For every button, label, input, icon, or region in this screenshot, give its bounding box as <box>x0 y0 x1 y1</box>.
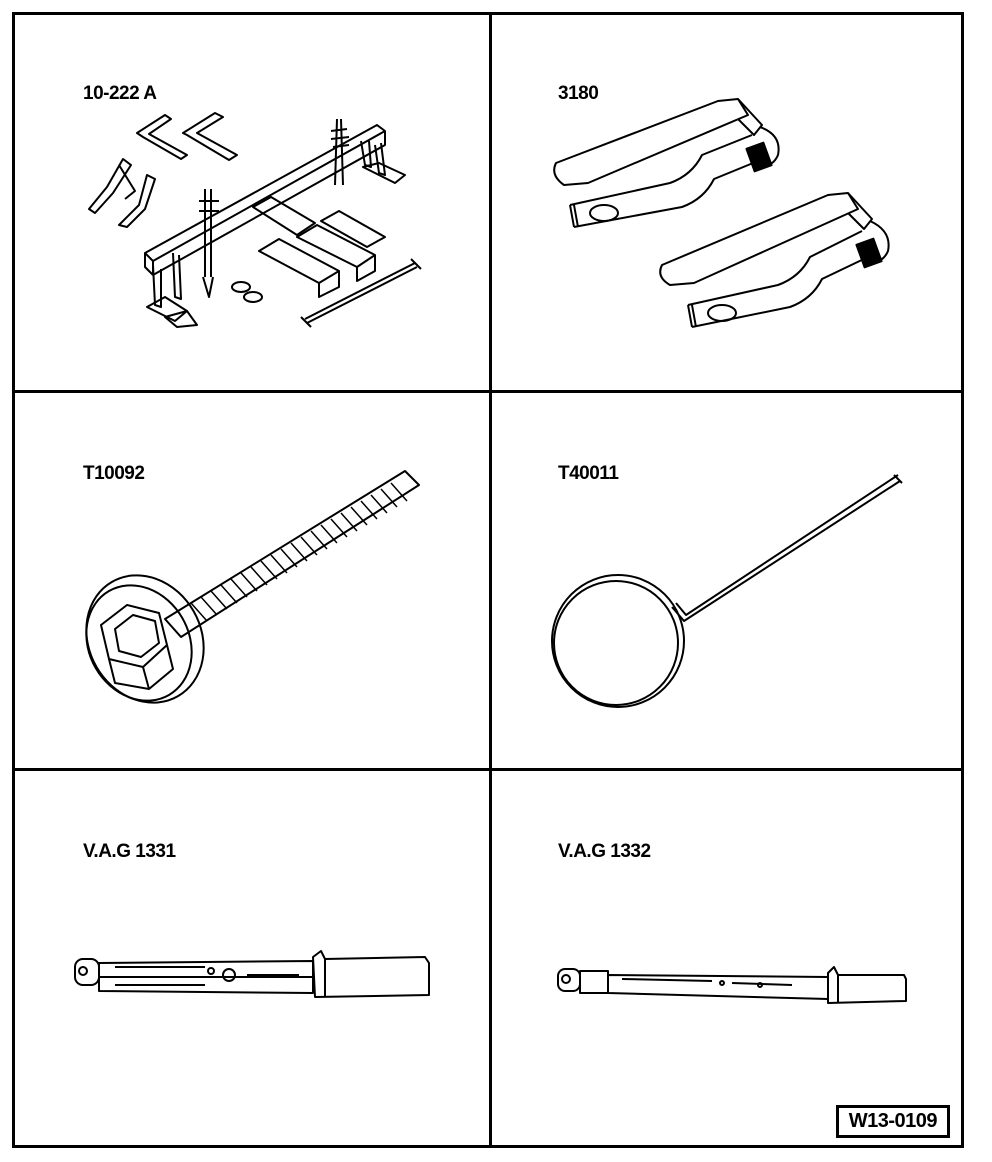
tool-cell-10-222a: 10-222 A <box>15 15 489 390</box>
figure-reference: W13-0109 <box>835 1105 950 1138</box>
tool-cell-vag1331: V.A.G 1331 <box>15 771 489 1148</box>
divider-horizontal-1 <box>15 390 961 393</box>
tool-cell-vag1332: V.A.G 1332 W13-0109 <box>492 771 964 1148</box>
tool-label: T40011 <box>558 463 619 484</box>
torque-wrench-icon <box>492 771 964 1148</box>
tool-label: V.A.G 1332 <box>558 841 651 862</box>
wire-hook-icon <box>492 393 964 768</box>
tool-sheet: 10-222 A <box>12 12 964 1148</box>
torque-wrench-icon <box>15 771 489 1148</box>
tool-label: 10-222 A <box>83 83 157 104</box>
engine-support-bridge-icon <box>15 15 489 390</box>
divider-horizontal-2 <box>15 768 961 771</box>
counterhold-tool-icon <box>492 15 964 390</box>
tool-label: V.A.G 1331 <box>83 841 176 862</box>
tool-cell-3180: 3180 <box>492 15 964 390</box>
tool-cell-t10092: T10092 <box>15 393 489 768</box>
tool-label: 3180 <box>558 83 599 104</box>
tool-label: T10092 <box>83 463 145 484</box>
tool-cell-t40011: T40011 <box>492 393 964 768</box>
divider-vertical <box>489 15 492 1145</box>
bolt-icon <box>15 393 489 768</box>
